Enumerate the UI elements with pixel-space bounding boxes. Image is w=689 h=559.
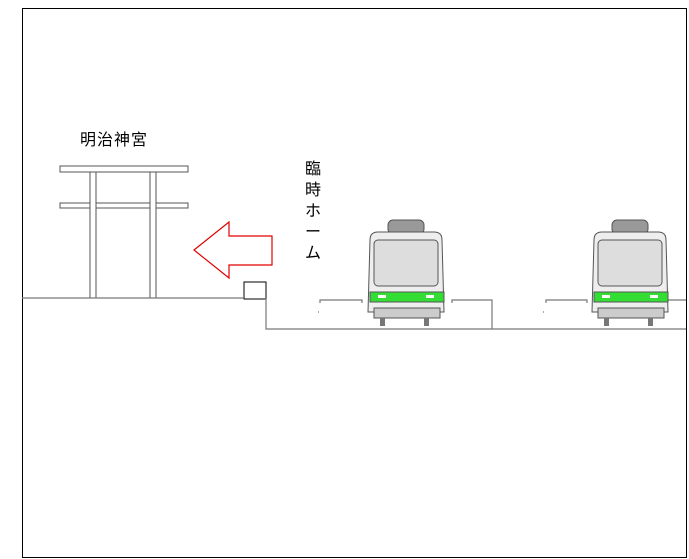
platform-char: ー [304, 222, 321, 241]
exit-box [243, 281, 267, 300]
temporary-platform-label: 臨 時 ホ ー ム [303, 158, 323, 263]
torii-gate-icon [59, 165, 189, 299]
platform-char: ホ [304, 201, 321, 220]
shrine-label: 明治神宮 [80, 130, 149, 149]
train-front-icon [591, 219, 669, 326]
track-lines [22, 297, 686, 330]
diagram-border [22, 8, 687, 558]
platform-char: ム [304, 243, 321, 262]
platform-char: 臨 [304, 159, 321, 178]
platform-char: 時 [304, 180, 321, 199]
left-arrow-icon [193, 220, 273, 280]
train-front-icon [367, 219, 445, 326]
